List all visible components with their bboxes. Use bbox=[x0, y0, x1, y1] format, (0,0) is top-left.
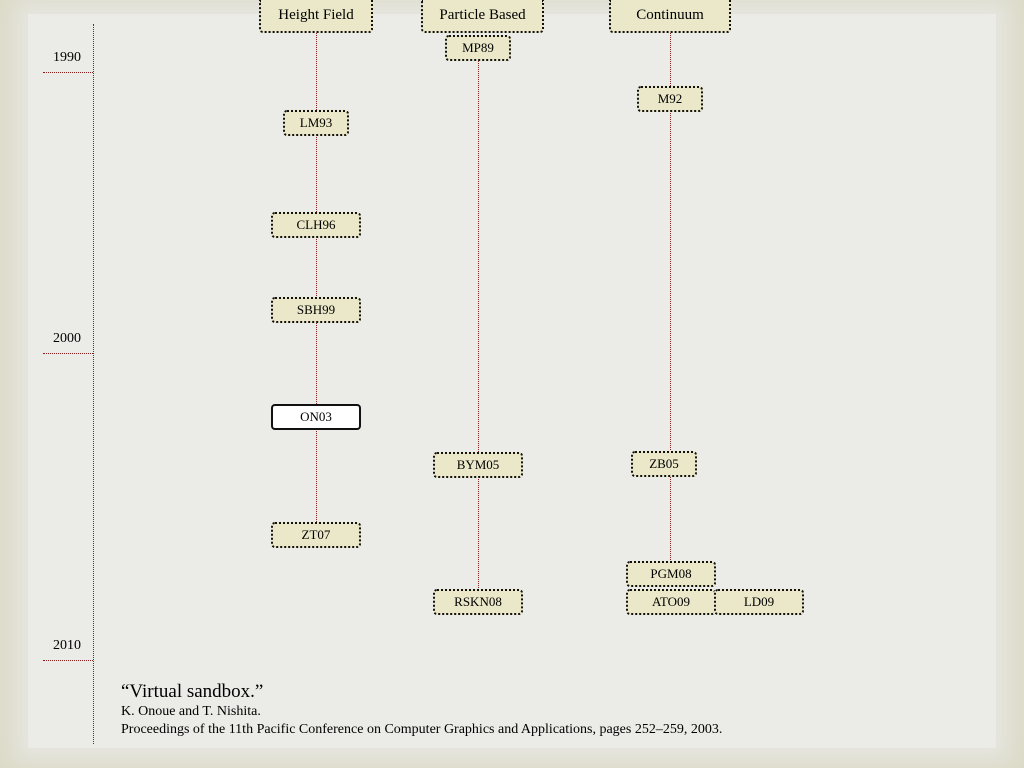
node-zb05[interactable]: ZB05 bbox=[631, 451, 697, 477]
year-label-2010: 2010 bbox=[53, 638, 81, 653]
node-rskn08[interactable]: RSKN08 bbox=[433, 589, 523, 615]
height-field-lineage-line bbox=[316, 32, 317, 536]
node-ato09[interactable]: ATO09 bbox=[626, 589, 716, 615]
citation-venue: Proceedings of the 11th Pacific Conferen… bbox=[121, 722, 723, 737]
year-label-1990: 1990 bbox=[53, 50, 81, 65]
node-clh96[interactable]: CLH96 bbox=[271, 212, 361, 238]
citation-title: “Virtual sandbox.” bbox=[121, 681, 264, 702]
column-header-particle-based: Particle Based bbox=[421, 0, 544, 33]
node-mp89[interactable]: MP89 bbox=[445, 35, 511, 61]
column-header-continuum: Continuum bbox=[609, 0, 731, 33]
year-tick-1990 bbox=[43, 72, 93, 73]
node-ld09[interactable]: LD09 bbox=[714, 589, 804, 615]
slide-background bbox=[28, 14, 996, 748]
continuum-lineage-line bbox=[670, 32, 671, 576]
node-on03-highlighted[interactable]: ON03 bbox=[271, 404, 361, 430]
node-lm93[interactable]: LM93 bbox=[283, 110, 349, 136]
node-pgm08[interactable]: PGM08 bbox=[626, 561, 716, 587]
column-header-height-field: Height Field bbox=[259, 0, 373, 33]
timeline-axis bbox=[93, 24, 94, 744]
node-zt07[interactable]: ZT07 bbox=[271, 522, 361, 548]
node-m92[interactable]: M92 bbox=[637, 86, 703, 112]
particle-based-lineage-line bbox=[478, 60, 479, 600]
citation-block: “Virtual sandbox.” K. Onoue and T. Nishi… bbox=[121, 680, 722, 739]
node-bym05[interactable]: BYM05 bbox=[433, 452, 523, 478]
year-label-2000: 2000 bbox=[53, 331, 81, 346]
year-tick-2000 bbox=[43, 353, 93, 354]
year-tick-2010 bbox=[43, 660, 93, 661]
node-sbh99[interactable]: SBH99 bbox=[271, 297, 361, 323]
citation-authors: K. Onoue and T. Nishita. bbox=[121, 704, 261, 719]
